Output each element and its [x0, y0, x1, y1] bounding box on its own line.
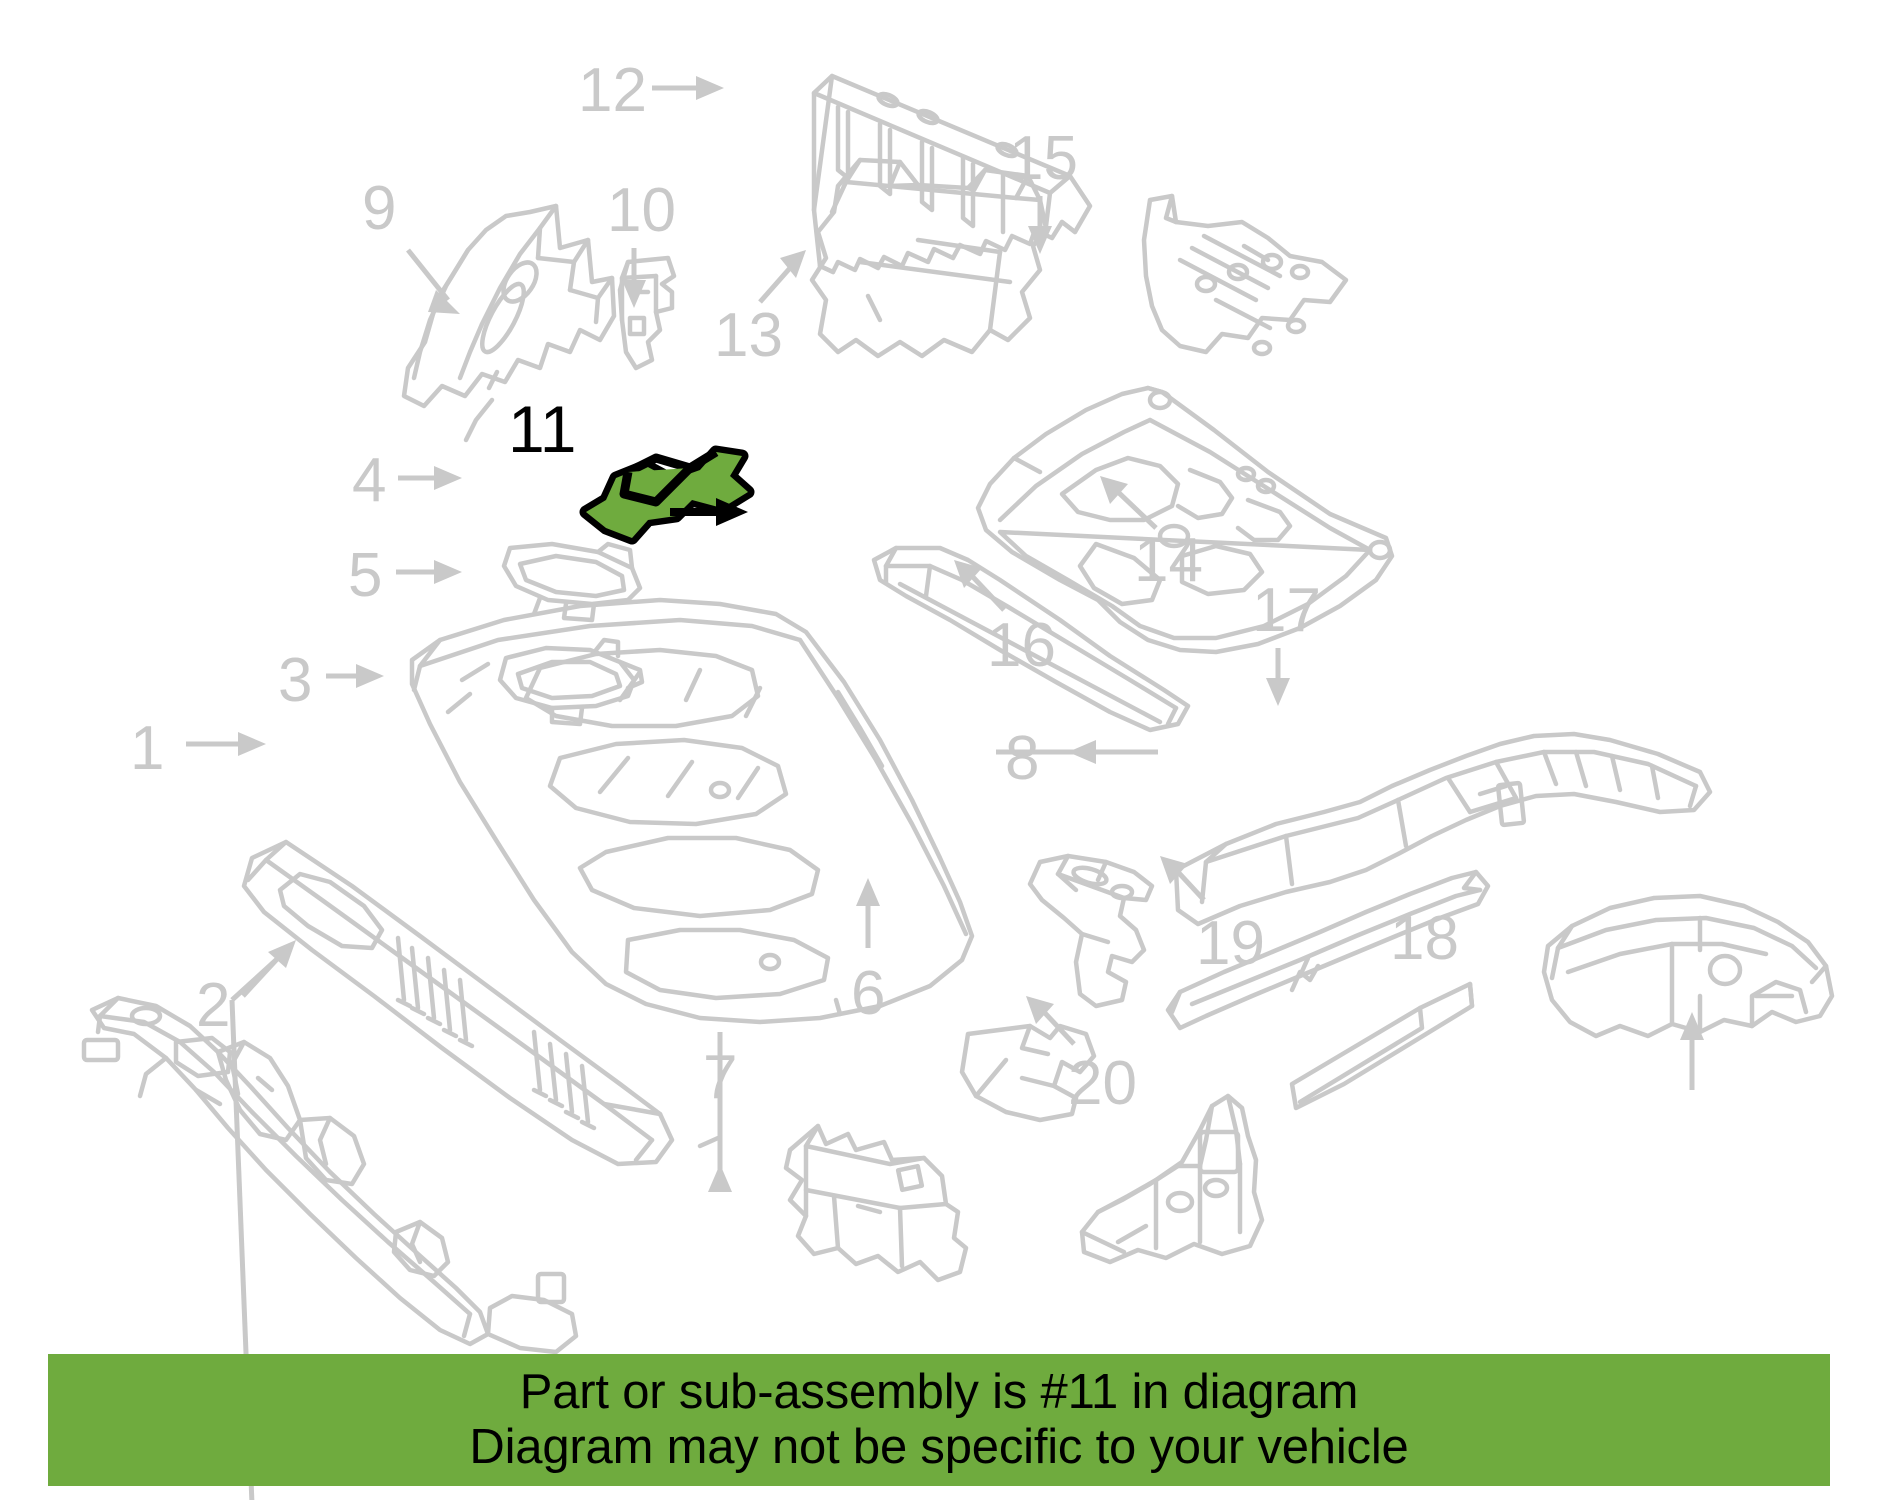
part-12-shape [811, 73, 1093, 275]
banner-line-1: Part or sub-assembly is #11 in diagram [519, 1365, 1359, 1420]
callout-label-11[interactable]: 11 [508, 392, 577, 466]
highlighted-part-11 [579, 445, 755, 545]
callout-label-19[interactable]: 19 [1196, 909, 1265, 978]
part-3-shape [409, 597, 975, 1025]
callout-label-13[interactable]: 13 [714, 301, 783, 370]
part-13-shape [809, 157, 1049, 359]
callout-label-9[interactable]: 9 [362, 174, 397, 243]
part-14-shape [975, 385, 1395, 655]
arrow-2-line [241, 956, 280, 998]
arrow-8 [996, 740, 1158, 764]
part-7-shape [783, 1123, 969, 1283]
part-10-shape [617, 255, 677, 371]
callout-label-17[interactable]: 17 [1252, 576, 1321, 645]
part-20-shape [1079, 1093, 1265, 1265]
arrow-18 [1680, 1012, 1704, 1090]
callout-label-16[interactable]: 16 [987, 611, 1056, 680]
callout-label-6[interactable]: 6 [851, 959, 886, 1028]
callout-label-8[interactable]: 8 [1005, 724, 1040, 793]
part-highlight-banner: Part or sub-assembly is #11 in diagram D… [48, 1354, 1830, 1486]
arrow-5 [396, 560, 462, 584]
part-5-shape [497, 637, 645, 727]
arrow-4 [398, 466, 462, 490]
arrow-14 [1100, 476, 1158, 530]
part-19-shape [1289, 963, 1321, 993]
part-18-shape [1541, 893, 1835, 1039]
part-15-shape [1141, 193, 1349, 357]
callout-label-18[interactable]: 18 [1390, 904, 1459, 973]
callout-label-7[interactable]: 7 [703, 1043, 738, 1112]
arrow-13 [758, 250, 806, 304]
arrow-9 [406, 248, 460, 314]
arrow-12 [652, 76, 724, 100]
callout-label-1[interactable]: 1 [130, 714, 165, 783]
part-16-shape [871, 545, 1191, 733]
arrow-16 [954, 560, 1006, 612]
arrow-11 [670, 498, 748, 526]
callout-label-4[interactable]: 4 [352, 446, 387, 515]
callout-label-10[interactable]: 10 [607, 176, 676, 245]
part-6-shape [959, 1023, 1097, 1123]
arrow-17 [1266, 648, 1290, 706]
arrow-19 [1160, 856, 1206, 902]
part-9-shape [401, 203, 617, 443]
arrow-1 [186, 732, 266, 756]
arrow-20 [1026, 996, 1076, 1046]
part-4-shape [501, 541, 643, 623]
callout-label-14[interactable]: 14 [1134, 526, 1203, 595]
part-1-shape [241, 839, 721, 1167]
part-19-beam-shape [1289, 981, 1475, 1111]
callout-label-15[interactable]: 15 [1009, 124, 1078, 193]
callout-label-3[interactable]: 3 [278, 646, 313, 715]
callout-label-2[interactable]: 2 [196, 971, 231, 1040]
part-17-shape [1173, 731, 1713, 927]
arrow-3 [326, 664, 384, 688]
part-8-shape [1027, 853, 1155, 1009]
part-2-shape [81, 995, 579, 1355]
callout-label-5[interactable]: 5 [348, 541, 383, 610]
arrow-15 [1028, 196, 1052, 254]
banner-line-2: Diagram may not be specific to your vehi… [469, 1420, 1409, 1474]
callout-label-12[interactable]: 12 [578, 56, 647, 125]
callout-label-20[interactable]: 20 [1068, 1049, 1137, 1118]
arrow-6 [856, 878, 880, 948]
arrow-10 [622, 248, 646, 308]
